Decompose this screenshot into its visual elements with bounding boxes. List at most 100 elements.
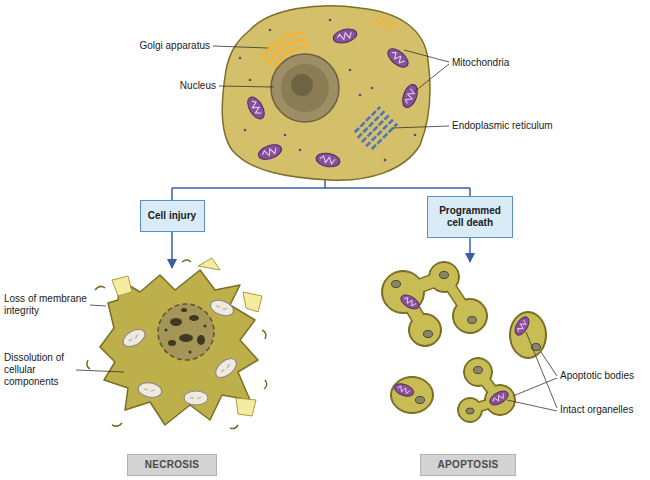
leader-lines <box>526 332 557 408</box>
intact-mitochondria <box>393 381 416 398</box>
organelle-label: Mitochondria <box>452 57 602 69</box>
mitochondria <box>332 27 359 46</box>
body-outline <box>382 262 547 423</box>
mitochondria <box>244 94 267 121</box>
feature-label: Intact organelles <box>560 404 648 416</box>
branch-lines <box>171 232 173 268</box>
body-fill <box>392 378 432 412</box>
body-outline <box>458 398 483 423</box>
leader-lines <box>213 46 268 48</box>
leader-lines <box>90 305 106 306</box>
leader-lines <box>404 50 449 62</box>
process-box: Cell injury <box>140 200 205 232</box>
cytoplasm-dots <box>239 57 242 60</box>
intact-mitochondria <box>398 292 421 312</box>
necrotic-nucleus <box>204 325 207 328</box>
mitochondria <box>249 100 262 116</box>
swollen-mitochondria <box>120 297 240 405</box>
mitochondria <box>257 142 284 162</box>
swollen-mitochondria <box>120 326 148 350</box>
leader-lines <box>507 400 557 411</box>
body-fill <box>430 263 458 291</box>
nuclear-fragments <box>440 272 449 279</box>
endoplasmic-reticulum <box>353 105 398 150</box>
mitochondria <box>315 152 341 169</box>
swollen-mitochondria <box>190 397 201 399</box>
nucleus <box>281 64 329 112</box>
necrotic-nucleus <box>189 351 192 354</box>
nucleus <box>271 54 339 122</box>
mitochondria <box>257 142 284 162</box>
swollen-mitochondria <box>128 335 139 342</box>
necrotic-nucleus <box>179 334 193 342</box>
nuclear-fragments <box>424 331 433 338</box>
mitochondria <box>320 156 336 165</box>
necrotic-nucleus <box>158 304 214 360</box>
node-text: Cell injury <box>148 210 196 222</box>
leader-lines <box>76 370 124 372</box>
body-outline <box>510 312 547 359</box>
cytoplasm-dots <box>239 19 417 162</box>
branch-lines <box>469 238 471 262</box>
node-text: APOPTOSIS <box>438 459 499 471</box>
intact-mitochondria <box>403 296 417 307</box>
membrane-fragments <box>182 260 191 262</box>
mitochondria <box>400 83 420 110</box>
branch-lines <box>469 188 471 196</box>
stage-label-box: APOPTOSIS <box>420 454 516 476</box>
membrane-fragments <box>112 423 122 426</box>
leader-lines <box>414 64 449 92</box>
mitochondria <box>336 31 352 41</box>
body-fill <box>454 300 486 332</box>
body-fill <box>383 272 423 312</box>
necrotic-cell <box>87 258 267 429</box>
swollen-mitochondria <box>208 297 235 318</box>
leader-lines <box>219 86 274 87</box>
branch-lines <box>172 180 470 268</box>
nucleus <box>271 54 339 122</box>
necrotic-nucleus <box>165 308 207 354</box>
nucleus <box>291 74 313 96</box>
feature-label: Apoptotic bodies <box>560 370 648 382</box>
process-box: Programmed cell death <box>427 196 513 238</box>
body-fill <box>511 313 545 357</box>
necrotic-nucleus <box>158 304 214 360</box>
membrane-fragments <box>262 330 266 339</box>
membrane-fragments <box>230 425 238 429</box>
membrane-blebs <box>243 292 262 312</box>
nuclear-fragments <box>468 317 477 324</box>
swollen-mitochondria <box>184 391 208 405</box>
necrotic-nucleus <box>165 329 168 332</box>
intact-mitochondria <box>512 314 532 337</box>
mitochondria <box>332 27 359 46</box>
necrotic-nucleus <box>189 315 199 321</box>
body-fill <box>383 263 545 421</box>
mitochondria <box>244 94 267 121</box>
nuclear-fragments <box>466 408 474 414</box>
cytoplasm-dots <box>329 19 332 22</box>
mitochondria <box>385 45 412 70</box>
organelle-label: Nucleus <box>130 80 216 92</box>
mitochondria <box>244 27 420 169</box>
leader-lines <box>76 305 124 372</box>
intact-mitochondria <box>393 381 416 398</box>
swollen-mitochondria <box>144 388 155 392</box>
swollen-mitochondria <box>137 381 163 399</box>
cytoplasm-dots <box>371 87 374 90</box>
mitochondria <box>400 83 420 110</box>
body-fill <box>459 399 481 421</box>
necrotic-nucleus <box>197 335 205 345</box>
stage-label-box: NECROSIS <box>127 454 217 476</box>
mitochondria <box>261 147 277 158</box>
necrotic-nucleus <box>181 308 187 312</box>
cytoplasm-dots <box>249 79 252 82</box>
leader-lines <box>392 126 449 128</box>
membrane-blebs <box>112 258 262 416</box>
mitochondria <box>390 51 405 65</box>
intact-mitochondria <box>487 388 510 408</box>
swollen-mitochondria <box>212 355 239 381</box>
node-text: NECROSIS <box>145 459 200 471</box>
feature-label: Dissolution of cellular components <box>4 352 74 388</box>
cytoplasm-dots <box>349 69 352 72</box>
